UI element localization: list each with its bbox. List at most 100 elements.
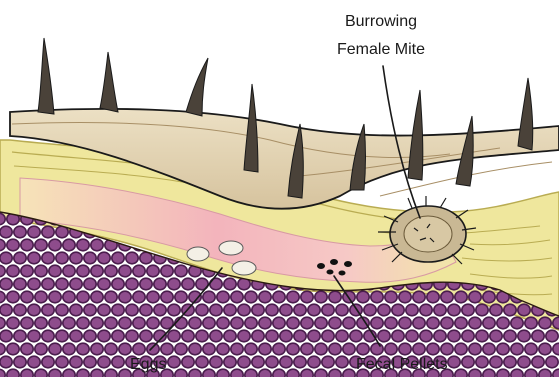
skin-cell xyxy=(0,317,5,329)
hair-icon xyxy=(518,78,533,150)
skin-cell xyxy=(448,304,460,316)
skin-cell xyxy=(301,291,313,303)
skin-cell xyxy=(42,252,54,264)
skin-cell xyxy=(455,317,467,329)
skin-cell xyxy=(553,369,559,377)
skin-cell xyxy=(231,317,243,329)
skin-cell xyxy=(189,317,201,329)
skin-cell xyxy=(322,330,334,342)
skin-cell xyxy=(504,356,516,368)
skin-cell xyxy=(21,317,33,329)
skin-cell xyxy=(546,330,558,342)
skin-cell xyxy=(126,252,138,264)
skin-cell xyxy=(497,343,509,355)
skin-cell xyxy=(0,239,5,251)
skin-cell xyxy=(266,304,278,316)
skin-cell xyxy=(266,356,278,368)
egg xyxy=(187,247,209,261)
skin-cell xyxy=(196,356,208,368)
skin-cell xyxy=(343,317,355,329)
eggs-label: Eggs xyxy=(130,356,166,373)
skin-cell xyxy=(245,317,257,329)
skin-cell xyxy=(210,330,222,342)
skin-cell xyxy=(210,356,222,368)
skin-cell xyxy=(371,317,383,329)
skin-cell xyxy=(315,343,327,355)
skin-cell xyxy=(119,317,131,329)
skin-cell xyxy=(301,343,313,355)
skin-cell xyxy=(84,252,96,264)
skin-cell xyxy=(147,291,159,303)
skin-cell xyxy=(308,356,320,368)
skin-cell xyxy=(35,291,47,303)
skin-cell xyxy=(532,356,544,368)
skin-cell xyxy=(469,291,481,303)
skin-cell xyxy=(91,343,103,355)
skin-cell xyxy=(252,304,264,316)
skin-cell xyxy=(140,252,152,264)
skin-cell xyxy=(329,343,341,355)
skin-cell xyxy=(35,343,47,355)
skin-cell xyxy=(7,317,19,329)
skin-cell xyxy=(63,265,75,277)
skin-cell xyxy=(315,291,327,303)
skin-cell xyxy=(28,252,40,264)
skin-cell xyxy=(91,291,103,303)
skin-cell xyxy=(294,356,306,368)
skin-cell xyxy=(483,291,495,303)
skin-cell xyxy=(546,356,558,368)
skin-cell xyxy=(70,330,82,342)
skin-cell xyxy=(413,291,425,303)
skin-cell xyxy=(399,291,411,303)
skin-cell xyxy=(259,291,271,303)
skin-cell xyxy=(539,369,551,377)
skin-cell xyxy=(112,330,124,342)
skin-cell xyxy=(14,356,26,368)
skin-cell xyxy=(63,343,75,355)
skin-cell xyxy=(0,304,12,316)
skin-cell xyxy=(147,343,159,355)
skin-cell xyxy=(63,369,75,377)
skin-cell xyxy=(14,252,26,264)
skin-cell xyxy=(203,291,215,303)
skin-cell xyxy=(399,343,411,355)
skin-cell xyxy=(7,343,19,355)
skin-cell xyxy=(105,343,117,355)
skin-cell xyxy=(287,369,299,377)
skin-cell xyxy=(553,343,559,355)
skin-cell xyxy=(14,330,26,342)
skin-cell xyxy=(49,343,61,355)
skin-cell xyxy=(77,291,89,303)
skin-cell xyxy=(133,265,145,277)
skin-cell xyxy=(119,265,131,277)
skin-cell xyxy=(483,317,495,329)
pellet xyxy=(344,261,352,267)
skin-cell xyxy=(224,278,236,290)
skin-cell xyxy=(280,304,292,316)
skin-cell xyxy=(133,343,145,355)
skin-cell xyxy=(112,252,124,264)
skin-cell xyxy=(343,343,355,355)
skin-cell xyxy=(112,278,124,290)
skin-cell xyxy=(518,330,530,342)
skin-cell xyxy=(14,304,26,316)
skin-cell xyxy=(21,369,33,377)
skin-cell xyxy=(182,330,194,342)
skin-cell xyxy=(245,369,257,377)
skin-cell xyxy=(392,304,404,316)
skin-cell xyxy=(469,343,481,355)
skin-cell xyxy=(273,291,285,303)
skin-cell xyxy=(280,330,292,342)
skin-cell xyxy=(42,356,54,368)
skin-cell xyxy=(175,265,187,277)
skin-cell xyxy=(56,304,68,316)
skin-cell xyxy=(224,356,236,368)
skin-cell xyxy=(511,317,523,329)
pellet xyxy=(317,263,325,269)
skin-cell xyxy=(140,278,152,290)
skin-cell xyxy=(0,278,12,290)
skin-cell xyxy=(476,330,488,342)
skin-cell xyxy=(84,304,96,316)
skin-cell xyxy=(49,265,61,277)
skin-cell xyxy=(434,330,446,342)
